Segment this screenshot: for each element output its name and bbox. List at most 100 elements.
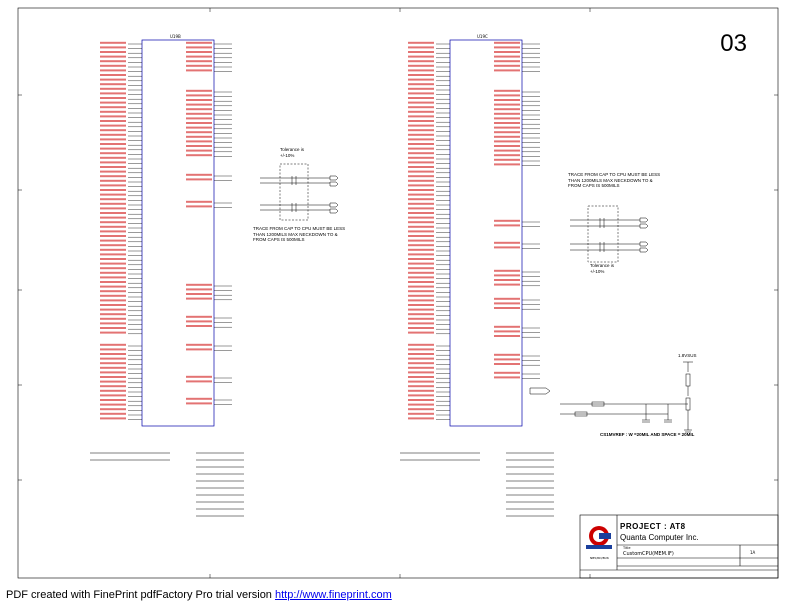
right-cap-network [570, 205, 649, 263]
net-label-mark [186, 149, 212, 152]
net-label-mark [100, 235, 126, 237]
net-label-mark [100, 97, 126, 99]
net-label-mark [100, 41, 126, 44]
net-label-mark [408, 376, 434, 378]
net-label-mark [100, 133, 126, 136]
page-number: 03 [720, 30, 747, 57]
right-ic-right-pins [494, 41, 540, 379]
net-label-mark [494, 94, 520, 97]
net-label-mark [408, 353, 434, 355]
net-label-mark [186, 325, 212, 327]
net-label-mark [100, 230, 126, 233]
net-label-mark [186, 293, 212, 295]
note-trace-right: TRACE FROM CAP TO CPU MUST BE LESS THAN … [568, 172, 661, 188]
net-label-mark [100, 403, 126, 406]
net-label-mark [186, 122, 212, 124]
left-cap-network [260, 163, 339, 221]
net-label-mark [100, 110, 126, 113]
net-label-mark [100, 357, 126, 360]
label-1v8sus: 1.8VSUS [678, 353, 697, 358]
net-label-mark [100, 55, 126, 58]
net-label-mark [100, 267, 126, 270]
net-label-mark [186, 94, 212, 97]
net-label-mark [186, 173, 212, 176]
net-label-mark [408, 207, 434, 210]
net-label-mark [494, 46, 520, 49]
quanta-logo-icon [586, 526, 612, 549]
net-label-mark [408, 129, 434, 132]
net-label-mark [100, 362, 126, 365]
net-label-mark [408, 189, 434, 191]
net-label-mark [100, 225, 126, 228]
net-label-mark [100, 327, 126, 329]
net-label-mark [100, 376, 126, 378]
net-label-mark [494, 274, 520, 277]
net-label-mark [100, 221, 126, 224]
net-label-mark [186, 126, 212, 129]
net-label-mark [186, 154, 212, 157]
net-label-mark [100, 253, 126, 256]
pdf-footer: PDF created with FinePrint pdfFactory Pr… [6, 589, 392, 601]
net-label-mark [186, 343, 212, 346]
net-label-mark [100, 189, 126, 191]
net-label-mark [408, 308, 434, 311]
net-label-mark [100, 262, 126, 265]
net-label-mark [186, 288, 212, 291]
net-label-mark [186, 99, 212, 101]
net-label-mark [494, 269, 520, 272]
net-label-mark [408, 202, 434, 205]
net-label-mark [408, 294, 434, 297]
net-label-mark [100, 198, 126, 201]
ic-u19b [141, 39, 215, 427]
border-ticks [18, 8, 778, 578]
net-label-mark [408, 271, 434, 274]
net-label-mark [494, 145, 520, 147]
net-label-mark [408, 244, 434, 247]
net-label-mark [494, 135, 520, 138]
net-label-mark [100, 138, 126, 141]
net-label-mark [100, 294, 126, 297]
net-label-mark [100, 399, 126, 401]
net-label-mark [100, 92, 126, 95]
net-label-mark [100, 380, 126, 383]
net-label-mark [100, 258, 126, 260]
net-label-mark [494, 279, 520, 281]
net-label-mark [100, 331, 126, 334]
net-label-mark [186, 41, 212, 44]
net-label-mark [100, 83, 126, 86]
net-label-mark [494, 283, 520, 286]
footer-link[interactable]: http://www.fineprint.com [274, 589, 392, 601]
net-label-mark [408, 216, 434, 219]
net-label-mark [186, 315, 212, 318]
net-label-mark [186, 375, 212, 378]
net-label-mark [408, 74, 434, 76]
net-label-mark [186, 103, 212, 106]
net-label-mark [408, 41, 434, 44]
net-label-mark [186, 205, 212, 208]
net-label-mark [100, 317, 126, 320]
net-label-mark [100, 371, 126, 374]
net-label-mark [494, 122, 520, 124]
left-ic-left-pins [100, 41, 142, 420]
net-label-mark [494, 307, 520, 309]
net-label-mark [408, 362, 434, 365]
net-label-mark [408, 198, 434, 201]
net-label-mark [186, 51, 212, 53]
net-label-mark [408, 184, 434, 187]
net-label-mark [408, 106, 434, 109]
net-label-mark [186, 380, 212, 383]
net-label-mark [408, 138, 434, 141]
net-label-mark [408, 51, 434, 53]
net-label-mark [100, 193, 126, 196]
net-label-mark [494, 126, 520, 129]
net-label-mark [100, 343, 126, 346]
net-label-mark [494, 154, 520, 157]
note-trace-left: TRACE FROM CAP TO CPU MUST BE LESS THAN … [253, 226, 346, 242]
net-label-mark [100, 69, 126, 72]
net-label-mark [100, 394, 126, 397]
net-label-mark [100, 74, 126, 76]
net-label-mark [100, 87, 126, 90]
net-label-mark [100, 281, 126, 283]
net-label-mark [408, 281, 434, 283]
net-label-mark [186, 297, 212, 300]
